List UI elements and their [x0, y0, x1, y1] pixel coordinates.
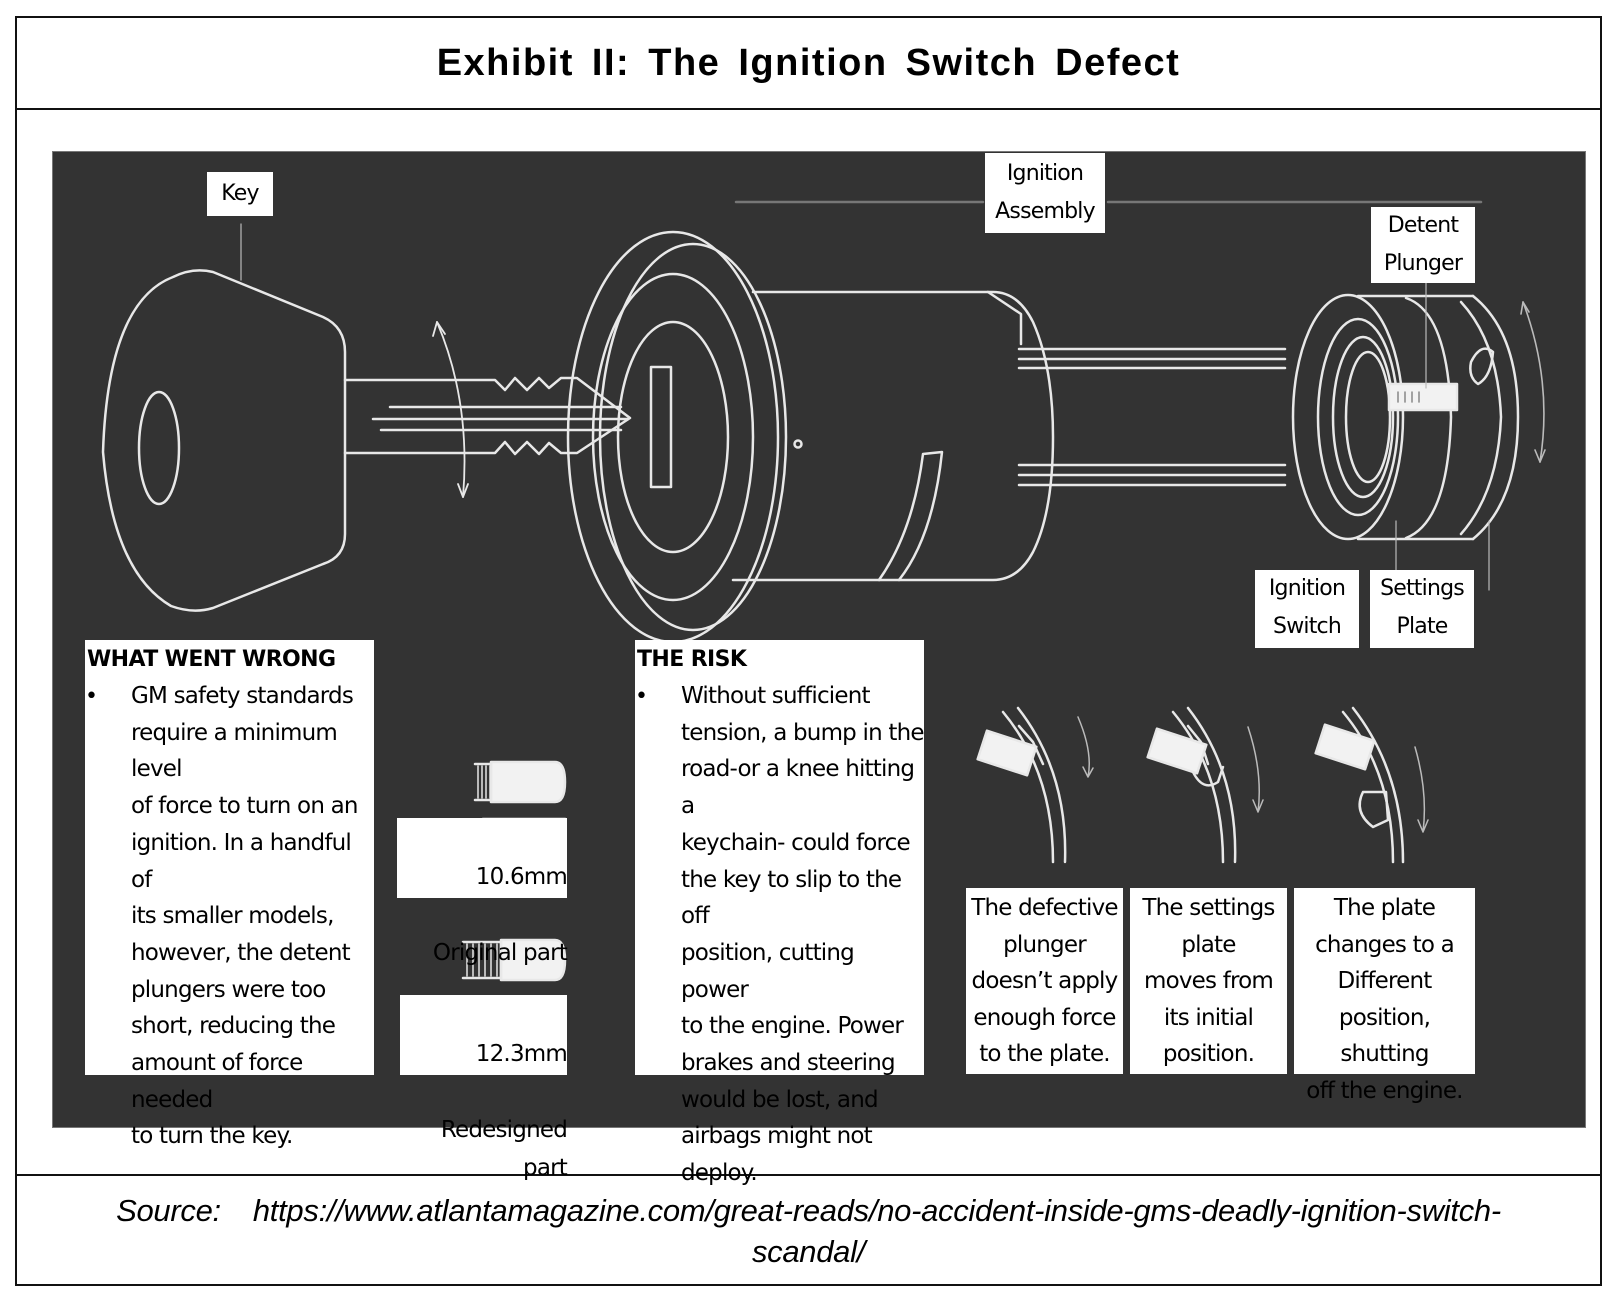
what-went-wrong-heading: WHAT WENT WRONG — [87, 647, 336, 672]
step-3-illustration — [1314, 706, 1429, 864]
plunger-original-illustration — [473, 760, 567, 819]
detent-notch — [1469, 347, 1495, 386]
part-redesigned-name: Redesigned part — [440, 1117, 568, 1181]
label-key-text: Key — [221, 181, 259, 206]
what-went-wrong-text: GM safety standards require a minimum le… — [131, 683, 358, 1150]
the-risk-text: Without sufficient tension, a bump in th… — [681, 683, 925, 1187]
key-blade-outline — [343, 376, 632, 456]
the-risk-bullet-item: • Without sufficient tension, a bump in … — [635, 678, 925, 1192]
ignition-diagram-drawing — [101, 200, 1546, 997]
ignition-switch-illustration — [734, 200, 1546, 591]
part-original-size: 10.6mm — [475, 864, 568, 890]
lock-cylinder-illustration — [566, 230, 1055, 644]
exhibit-frame: Exhibit II: The Ignition Switch Defect S… — [15, 16, 1602, 1286]
label-settings-plate: Settings Plate — [1370, 570, 1474, 648]
label-ignition-assembly: Ignition Assembly — [985, 153, 1105, 233]
settings-plate-outline — [1404, 296, 1453, 540]
key-head-outline — [101, 269, 347, 612]
part-redesigned-label: 12.3mm Redesigned part — [400, 995, 568, 1181]
exhibit-title: Exhibit II: The Ignition Switch Defect — [436, 41, 1181, 84]
the-risk-box: THE RISK • Without sufficient tension, a… — [635, 640, 925, 1186]
source-row: Source: https://www.atlantamagazine.com/g… — [17, 1174, 1600, 1286]
step-1-illustration — [976, 706, 1094, 864]
label-detent-plunger: Detent Plunger — [1371, 207, 1475, 283]
shaft-illustration — [1017, 347, 1287, 487]
key-slot — [649, 365, 673, 489]
step-3-caption: The plate changes to a Different positio… — [1294, 888, 1475, 1104]
label-ignition-switch: Ignition Switch — [1255, 570, 1359, 648]
part-original-name: Original part — [432, 940, 568, 966]
detent-plunger-part — [1387, 382, 1459, 412]
bullet-marker: • — [635, 684, 648, 709]
ignition-switch-outer — [1291, 293, 1405, 541]
step-2-caption: The settings plate moves from its initia… — [1130, 888, 1287, 1074]
part-original-label: 10.6mm Original part — [397, 818, 568, 966]
step-1-caption: The defective plunger doesn’t apply enou… — [966, 888, 1123, 1074]
key-ring-hole — [137, 390, 181, 506]
bullet-marker: • — [85, 684, 98, 709]
source-citation: Source: https://www.atlantamagazine.com/g… — [69, 1190, 1549, 1272]
part-redesigned-size: 12.3mm — [475, 1041, 568, 1067]
source-url[interactable]: https://www.atlantamagazine.com/great-re… — [252, 1193, 1501, 1269]
source-label: Source: — [116, 1193, 221, 1228]
what-went-wrong-box: WHAT WENT WRONG • GM safety standards re… — [85, 640, 374, 1149]
diagram-panel: Key Ignition Assembly Detent Plunger Ign… — [52, 151, 1586, 1186]
cylinder-barrel — [731, 290, 1055, 582]
plate-rotation-arrow — [1522, 301, 1545, 463]
what-went-wrong-bullet-item: • GM safety standards require a minimum … — [85, 678, 374, 1155]
cylinder-pin — [793, 439, 803, 449]
label-key: Key — [207, 172, 273, 216]
step-2-illustration — [1146, 706, 1264, 864]
key-illustration — [101, 223, 632, 612]
title-row: Exhibit II: The Ignition Switch Defect — [17, 18, 1600, 110]
key-rotation-arrow — [436, 321, 466, 498]
the-risk-heading: THE RISK — [637, 647, 747, 672]
